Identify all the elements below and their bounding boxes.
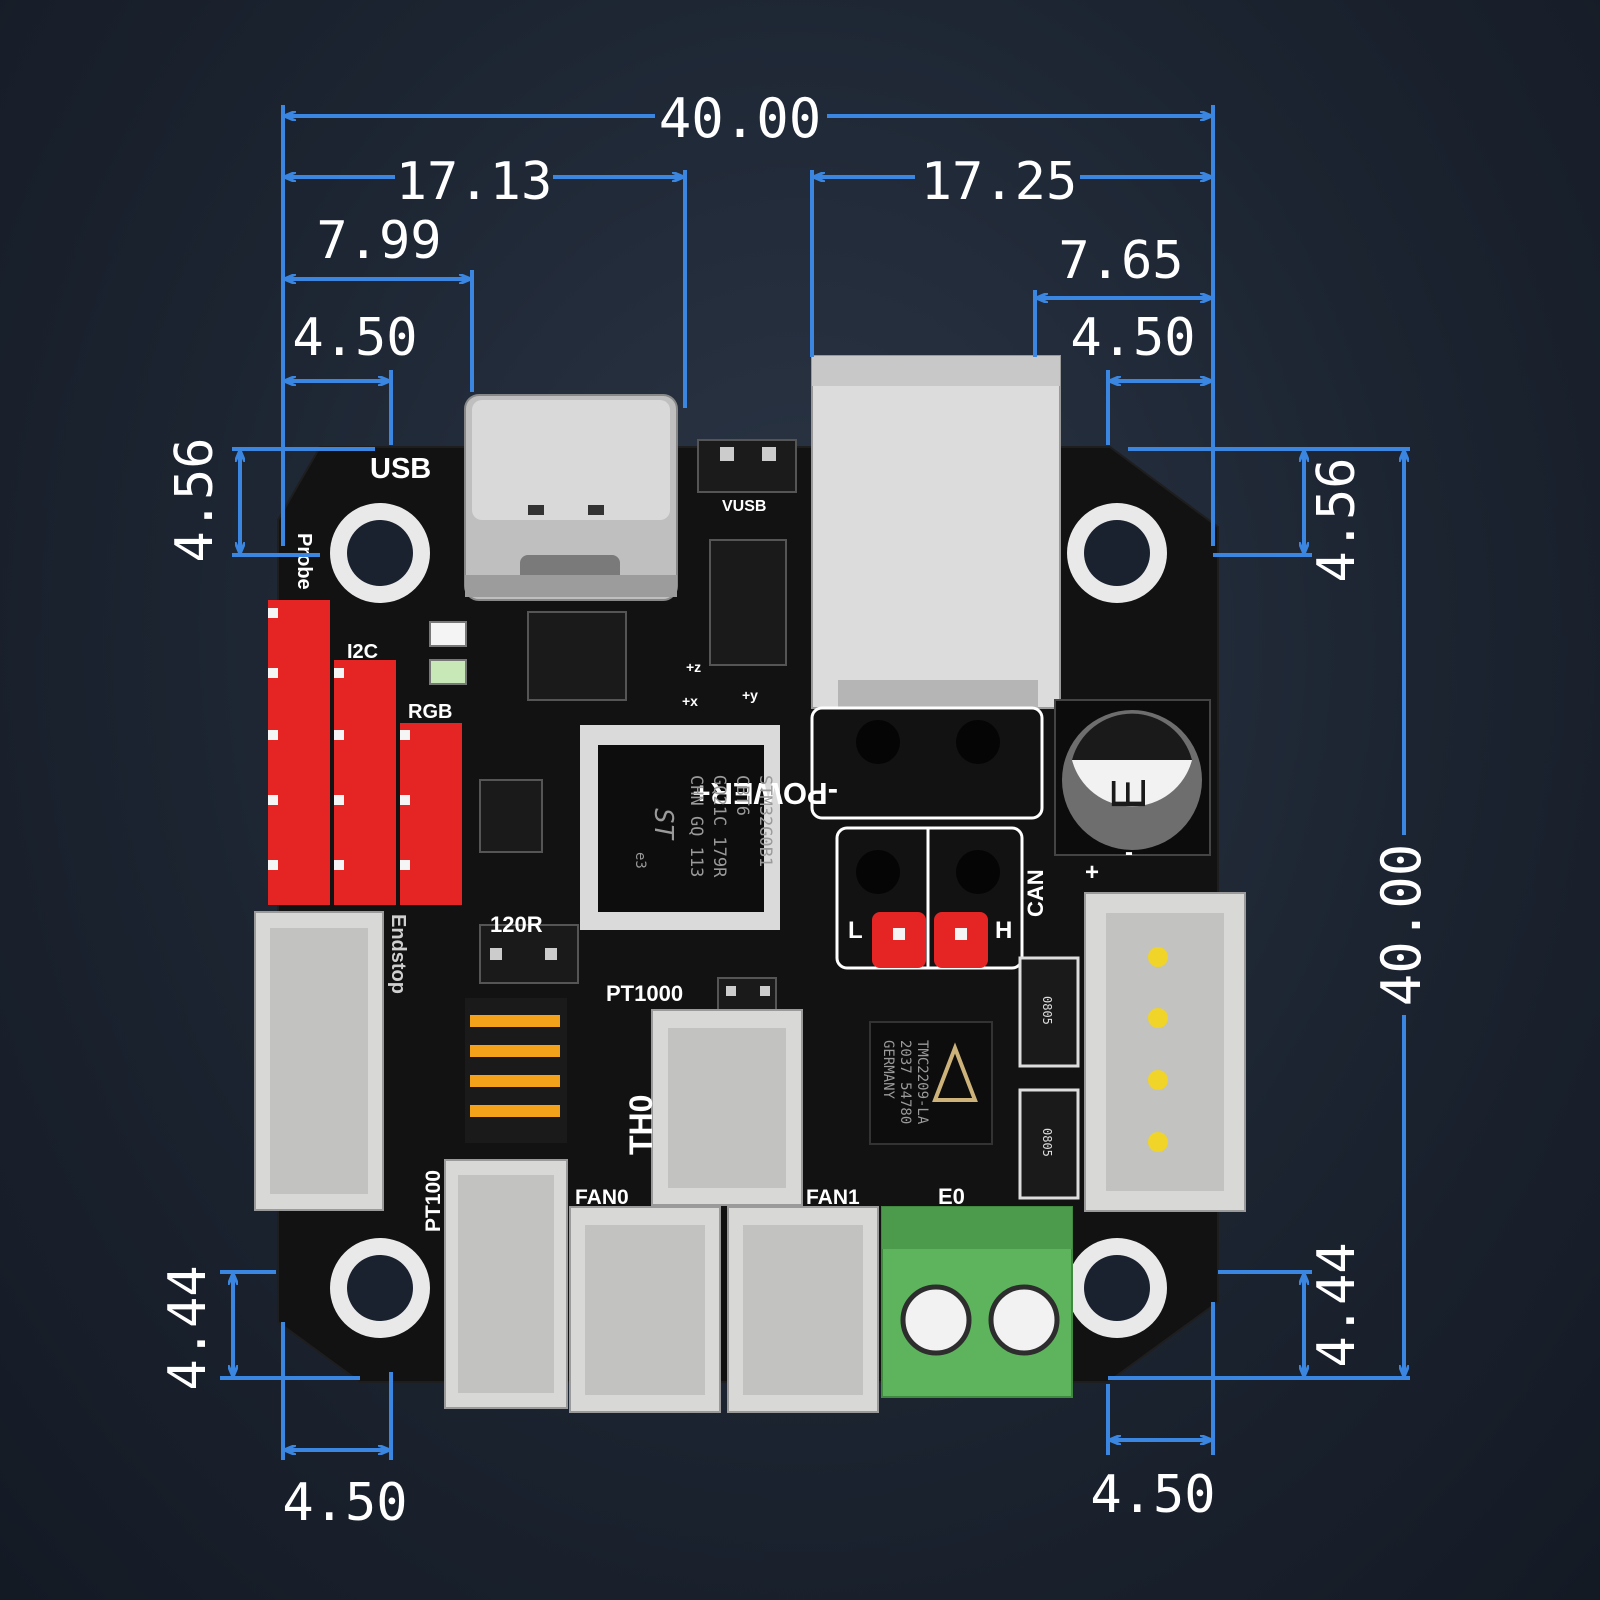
mounting-hole-bottom-left [330, 1238, 430, 1338]
rgb-label: RGB [408, 701, 452, 723]
capacitor-label: E [1103, 778, 1156, 810]
mounting-hole-bottom-right [1067, 1238, 1167, 1338]
mounting-hole-top-right [1067, 503, 1167, 603]
endstop-label: Endstop [387, 914, 409, 994]
dim-bottom-right-hole: 4.50 [1090, 1465, 1215, 1525]
mcu-chip [580, 725, 780, 930]
fan0-connector [569, 1206, 721, 1413]
axis-x-label: +x [682, 693, 698, 709]
mcu-marking-1: STM32G0B1 [755, 775, 775, 867]
can-l-label: L [848, 917, 863, 944]
can-h-label: H [995, 917, 1012, 944]
can-jumper [872, 912, 988, 968]
axis-z-label: +z [686, 659, 701, 675]
mcu-marking-4: CHN GQ 113 [686, 775, 706, 877]
endstop-connector [254, 911, 384, 1211]
dim-right-total: 40.00 [1370, 844, 1433, 1007]
vusb-label: VUSB [722, 498, 766, 515]
resistor-120r-label: 120R [490, 912, 543, 937]
small-ics [479, 539, 787, 1013]
driver-marking-3: GERMANY [880, 1040, 896, 1100]
header-pins [268, 600, 462, 905]
driver-marking-2: 2037 54780 [897, 1040, 913, 1124]
power-input-connector [1084, 892, 1246, 1212]
th0-label: TH0 [623, 1095, 659, 1155]
stepper-driver-chip [869, 1021, 993, 1145]
mcu-marking-2: CBT6 [732, 775, 752, 816]
can-pads [835, 826, 1024, 970]
fan1-label: FAN1 [806, 1186, 860, 1209]
probe-label: Probe [293, 533, 315, 590]
th0-connector [651, 1009, 803, 1206]
dim-left-top-hole: 4.56 [165, 437, 225, 562]
dim-top-left-usb-inner: 7.99 [316, 211, 441, 271]
resistor-2-label: 0805 [1040, 1128, 1054, 1157]
i2c-label: I2C [347, 641, 378, 663]
electrolytic-capacitor [1054, 699, 1211, 856]
dim-left-bottom-hole: 4.44 [158, 1265, 218, 1390]
status-leds [429, 621, 467, 685]
dim-right-bottom-hole: 4.44 [1307, 1242, 1367, 1367]
heater-terminal-block [881, 1206, 1073, 1398]
silkscreen-labels: USB Probe I2C RGB VUSB -POWER+ CAN L H 1… [293, 453, 1156, 1232]
dim-top-total: 40.00 [659, 87, 822, 150]
power-connector-housing [810, 355, 1061, 820]
dim-top-left-hole: 4.50 [292, 308, 417, 368]
e0-label: E0 [938, 1184, 965, 1209]
dip-switch [465, 998, 567, 1143]
dim-right-top-hole: 4.56 [1307, 457, 1367, 582]
vusb-jumper [697, 439, 797, 493]
mcu-marking-3: GQ21C 179R [709, 775, 729, 878]
axis-y-label: +y [742, 687, 758, 703]
plus-label: + [1085, 859, 1099, 886]
mounting-holes [330, 503, 1167, 1338]
driver-marking-1: TMC2209-LA [914, 1040, 930, 1125]
pt1000-label: PT1000 [606, 981, 683, 1006]
current-sense-resistors [1018, 956, 1080, 1200]
mounting-hole-top-left [330, 503, 430, 603]
pt100-label: PT100 [422, 1170, 445, 1232]
power-label: -POWER+ [692, 776, 838, 811]
st-logo: ST [648, 808, 678, 841]
usb-label: USB [370, 453, 431, 485]
pt100-connector [444, 1159, 568, 1409]
fan0-label: FAN0 [575, 1186, 629, 1209]
can-label: CAN [1023, 869, 1048, 917]
fan1-connector [727, 1206, 879, 1413]
dim-top-right-hole: 4.50 [1070, 308, 1195, 368]
dimension-values: 40.00 17.13 17.25 7.99 7.65 4.50 4.50 4.… [158, 87, 1433, 1533]
mcu-mark: e3 [632, 852, 648, 869]
dimension-lines [220, 105, 1410, 1460]
dim-top-left-usb: 17.13 [396, 152, 553, 212]
dim-top-right-rj: 17.25 [921, 152, 1078, 212]
dim-bottom-left-hole: 4.50 [282, 1473, 407, 1533]
resistor-1-label: 0805 [1040, 996, 1054, 1025]
minus-label: - [1125, 839, 1133, 866]
usb-c-connector [464, 394, 678, 601]
dim-top-right-rj-inner: 7.65 [1058, 231, 1183, 291]
chip-markings: STM32G0B1 CBT6 GQ21C 179R CHN GQ 113 ST … [632, 775, 930, 1125]
